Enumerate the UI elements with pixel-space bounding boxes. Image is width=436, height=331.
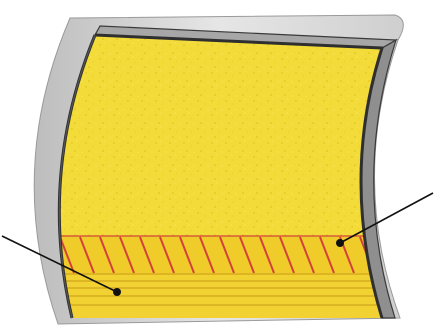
hatch-stroke (400, 237, 414, 273)
leader-dot-right (336, 239, 344, 247)
leader-dot-left (113, 288, 121, 296)
